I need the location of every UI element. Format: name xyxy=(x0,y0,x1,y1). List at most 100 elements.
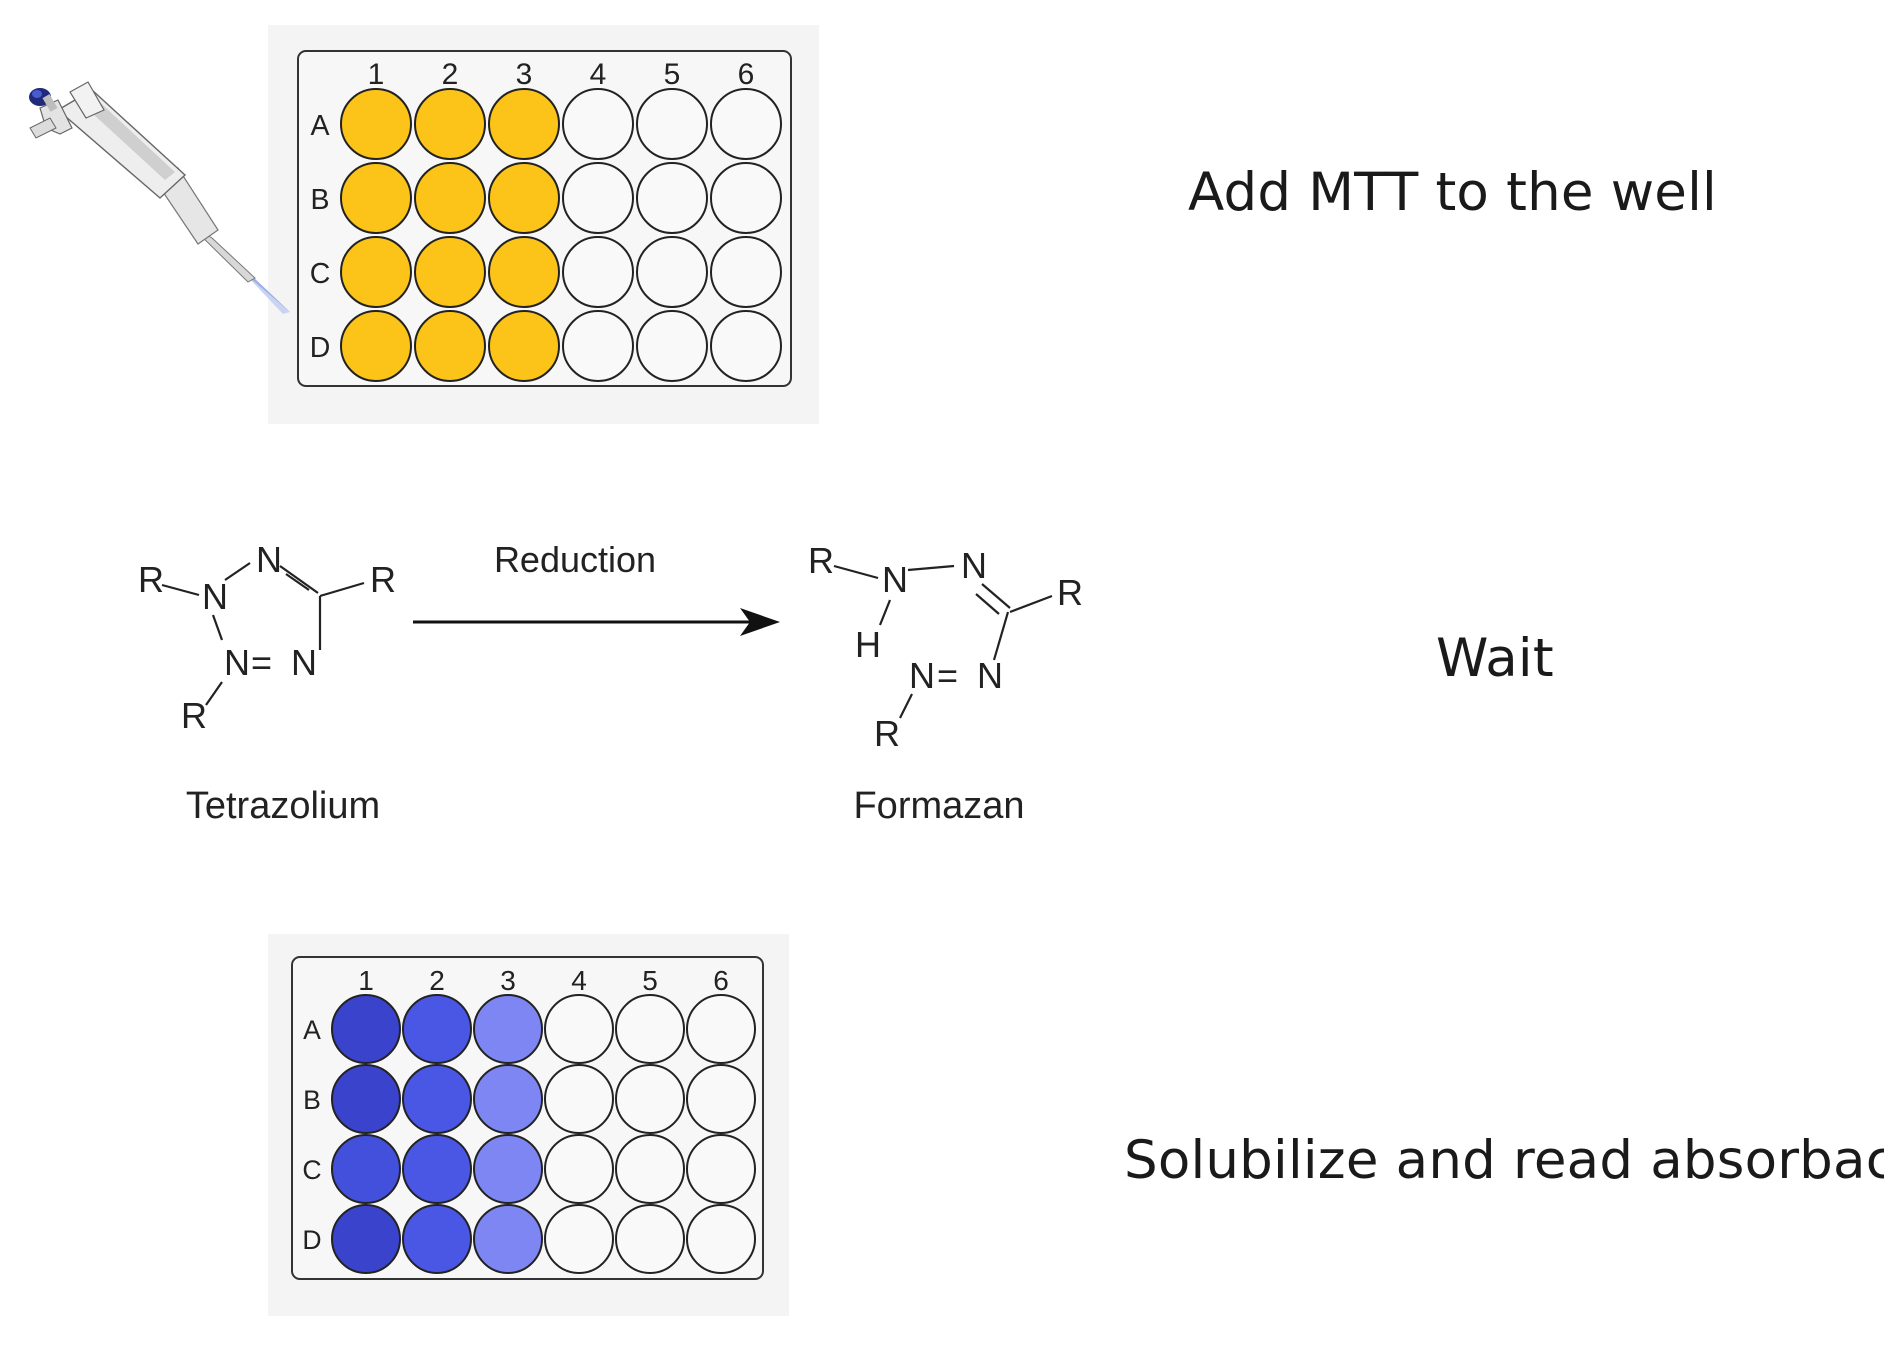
well-C2 xyxy=(414,236,486,308)
well-D4 xyxy=(544,1204,614,1274)
well-A1 xyxy=(331,994,401,1064)
column-label: 4 xyxy=(590,58,607,91)
well-D5 xyxy=(636,310,708,382)
column-label: 3 xyxy=(516,58,533,91)
atom-n: N xyxy=(977,655,1003,696)
column-label: 5 xyxy=(642,965,658,996)
well-A6 xyxy=(710,88,782,160)
atom-n: N xyxy=(224,642,250,683)
top-plate-column-labels: 1 2 3 4 5 6 xyxy=(368,58,755,91)
atom-r: R xyxy=(138,559,164,600)
column-label: 5 xyxy=(664,58,681,91)
atom-n: N xyxy=(291,642,317,683)
row-label: B xyxy=(310,184,329,216)
atom-h: H xyxy=(855,624,881,665)
double-bond: = xyxy=(937,655,958,696)
well-B6 xyxy=(686,1064,756,1134)
well-C4 xyxy=(544,1134,614,1204)
atom-r: R xyxy=(1057,572,1083,613)
well-D2 xyxy=(402,1204,472,1274)
well-B2 xyxy=(414,162,486,234)
well-C5 xyxy=(636,236,708,308)
column-label: 3 xyxy=(500,965,516,996)
well-D1 xyxy=(331,1204,401,1274)
well-B6 xyxy=(710,162,782,234)
bottom-plate-column-labels: 1 2 3 4 5 6 xyxy=(358,965,729,996)
well-A1 xyxy=(340,88,412,160)
well-D3 xyxy=(488,310,560,382)
well-A4 xyxy=(562,88,634,160)
row-label: A xyxy=(310,110,329,142)
top-plate-wells xyxy=(340,88,782,382)
well-A2 xyxy=(402,994,472,1064)
well-C5 xyxy=(615,1134,685,1204)
well-B4 xyxy=(562,162,634,234)
top-plate-row-labels: A B C D xyxy=(310,110,331,364)
bottom-plate-wells xyxy=(331,994,756,1274)
well-B5 xyxy=(636,162,708,234)
column-label: 4 xyxy=(571,965,587,996)
pipette-icon xyxy=(29,81,290,314)
well-A2 xyxy=(414,88,486,160)
well-B4 xyxy=(544,1064,614,1134)
atom-n: N xyxy=(256,539,282,580)
row-label: B xyxy=(303,1085,321,1115)
column-label: 1 xyxy=(358,965,374,996)
well-C1 xyxy=(340,236,412,308)
well-A6 xyxy=(686,994,756,1064)
column-label: 6 xyxy=(713,965,729,996)
row-label: D xyxy=(302,1225,321,1255)
column-label: 1 xyxy=(368,58,385,91)
step-label-add-mtt: Add MTT to the well xyxy=(1188,162,1717,223)
atom-n: N xyxy=(882,559,908,600)
well-D6 xyxy=(710,310,782,382)
bottom-plate-row-labels: A B C D xyxy=(302,1015,321,1255)
atom-r: R xyxy=(808,540,834,581)
column-label: 2 xyxy=(442,58,459,91)
column-label: 2 xyxy=(429,965,445,996)
atom-n: N xyxy=(909,655,935,696)
well-C3 xyxy=(488,236,560,308)
well-D3 xyxy=(473,1204,543,1274)
well-D6 xyxy=(686,1204,756,1274)
well-A4 xyxy=(544,994,614,1064)
well-B1 xyxy=(340,162,412,234)
column-label: 6 xyxy=(738,58,755,91)
atom-r: R xyxy=(370,559,396,600)
row-label: A xyxy=(303,1015,321,1045)
well-A5 xyxy=(636,88,708,160)
reactant-name: Tetrazolium xyxy=(186,785,380,827)
well-C1 xyxy=(331,1134,401,1204)
atom-r: R xyxy=(874,713,900,754)
well-A3 xyxy=(473,994,543,1064)
well-C6 xyxy=(686,1134,756,1204)
well-B3 xyxy=(473,1064,543,1134)
reduction-label: Reduction xyxy=(494,539,656,580)
well-B3 xyxy=(488,162,560,234)
row-label: C xyxy=(310,258,331,290)
well-D1 xyxy=(340,310,412,382)
atom-n: N xyxy=(202,576,228,617)
well-A5 xyxy=(615,994,685,1064)
row-label: D xyxy=(310,332,331,364)
well-B1 xyxy=(331,1064,401,1134)
formazan-structure: R N N R H N = N R xyxy=(808,540,1083,754)
atom-r: R xyxy=(181,695,207,736)
well-B5 xyxy=(615,1064,685,1134)
double-bond: = xyxy=(251,642,272,683)
row-label: C xyxy=(302,1155,321,1185)
well-A3 xyxy=(488,88,560,160)
well-B2 xyxy=(402,1064,472,1134)
well-D4 xyxy=(562,310,634,382)
well-D5 xyxy=(615,1204,685,1274)
well-C4 xyxy=(562,236,634,308)
well-C3 xyxy=(473,1134,543,1204)
well-C6 xyxy=(710,236,782,308)
tetrazolium-structure: R N N R N = N R xyxy=(138,539,396,736)
reduction-arrow xyxy=(413,608,780,636)
well-D2 xyxy=(414,310,486,382)
atom-n: N xyxy=(961,545,987,586)
product-name: Formazan xyxy=(853,785,1024,827)
step-label-wait: Wait xyxy=(1436,628,1554,689)
